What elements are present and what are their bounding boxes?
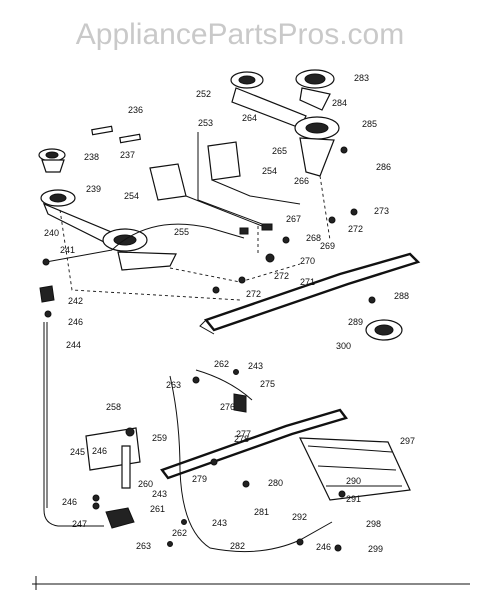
- callout-237: 237: [120, 150, 135, 160]
- callout-245: 245: [70, 447, 85, 457]
- callout-297: 297: [400, 436, 415, 446]
- callout-281: 281: [254, 507, 269, 517]
- callout-283: 283: [354, 73, 369, 83]
- callout-280: 280: [268, 478, 283, 488]
- diagram-drawing: [32, 69, 470, 590]
- callout-276: 276: [220, 402, 235, 412]
- callout-273: 273: [374, 206, 389, 216]
- callout-299: 299: [368, 544, 383, 554]
- burner-cap-238: [38, 148, 66, 173]
- callout-285: 285: [362, 119, 377, 129]
- callout-282: 282: [230, 541, 245, 551]
- callout-268: 268: [306, 233, 321, 243]
- callout-289: 289: [348, 317, 363, 327]
- callout-246: 246: [92, 446, 107, 456]
- callout-275: 275: [260, 379, 275, 389]
- callout-267: 267: [286, 214, 301, 224]
- callout-277: 277: [236, 429, 251, 439]
- burner-252: [230, 71, 307, 129]
- callout-240: 240: [44, 228, 59, 238]
- callout-246: 246: [62, 497, 77, 507]
- callout-244: 244: [66, 340, 81, 350]
- callout-265: 265: [272, 146, 287, 156]
- callout-254: 254: [262, 166, 277, 176]
- callout-270: 270: [300, 256, 315, 266]
- callout-255: 255: [174, 227, 189, 237]
- callout-239: 239: [86, 184, 101, 194]
- callout-263: 263: [136, 541, 151, 551]
- callout-258: 258: [106, 402, 121, 412]
- callout-300: 300: [336, 341, 351, 351]
- callout-272: 272: [246, 289, 261, 299]
- callout-264: 264: [242, 113, 257, 123]
- callout-272: 272: [348, 224, 363, 234]
- callout-243: 243: [248, 361, 263, 371]
- watermark-text: AppliancePartsPros.com: [76, 18, 404, 51]
- burner-283: [295, 69, 335, 111]
- callout-279: 279: [192, 474, 207, 484]
- callout-298: 298: [366, 519, 381, 529]
- callout-284: 284: [332, 98, 347, 108]
- callout-241: 241: [60, 245, 75, 255]
- callout-262: 262: [214, 359, 229, 369]
- callout-254: 254: [124, 191, 139, 201]
- callout-247: 247: [72, 519, 87, 529]
- callout-246: 246: [68, 317, 83, 327]
- callout-286: 286: [376, 162, 391, 172]
- callout-266: 266: [294, 176, 309, 186]
- callout-263: 263: [166, 380, 181, 390]
- callout-260: 260: [138, 479, 153, 489]
- callout-242: 242: [68, 296, 83, 306]
- callout-259: 259: [152, 433, 167, 443]
- callout-252: 252: [196, 89, 211, 99]
- burner-255: [102, 228, 177, 271]
- callout-278: 278: [234, 434, 249, 444]
- callout-262: 262: [172, 528, 187, 538]
- callout-292: 292: [292, 512, 307, 522]
- callout-271: 271: [300, 277, 315, 287]
- callout-269: 269: [320, 241, 335, 251]
- callout-238: 238: [84, 152, 99, 162]
- callout-290: 290: [346, 476, 361, 486]
- callout-288: 288: [394, 291, 409, 301]
- callout-243: 243: [152, 489, 167, 499]
- callout-246: 246: [316, 542, 331, 552]
- burner-284: [294, 116, 340, 177]
- callout-243: 243: [212, 518, 227, 528]
- callout-272: 272: [274, 271, 289, 281]
- callout-261: 261: [150, 504, 165, 514]
- callout-253: 253: [198, 118, 213, 128]
- callout-236: 236: [128, 105, 143, 115]
- callout-291: 291: [346, 494, 361, 504]
